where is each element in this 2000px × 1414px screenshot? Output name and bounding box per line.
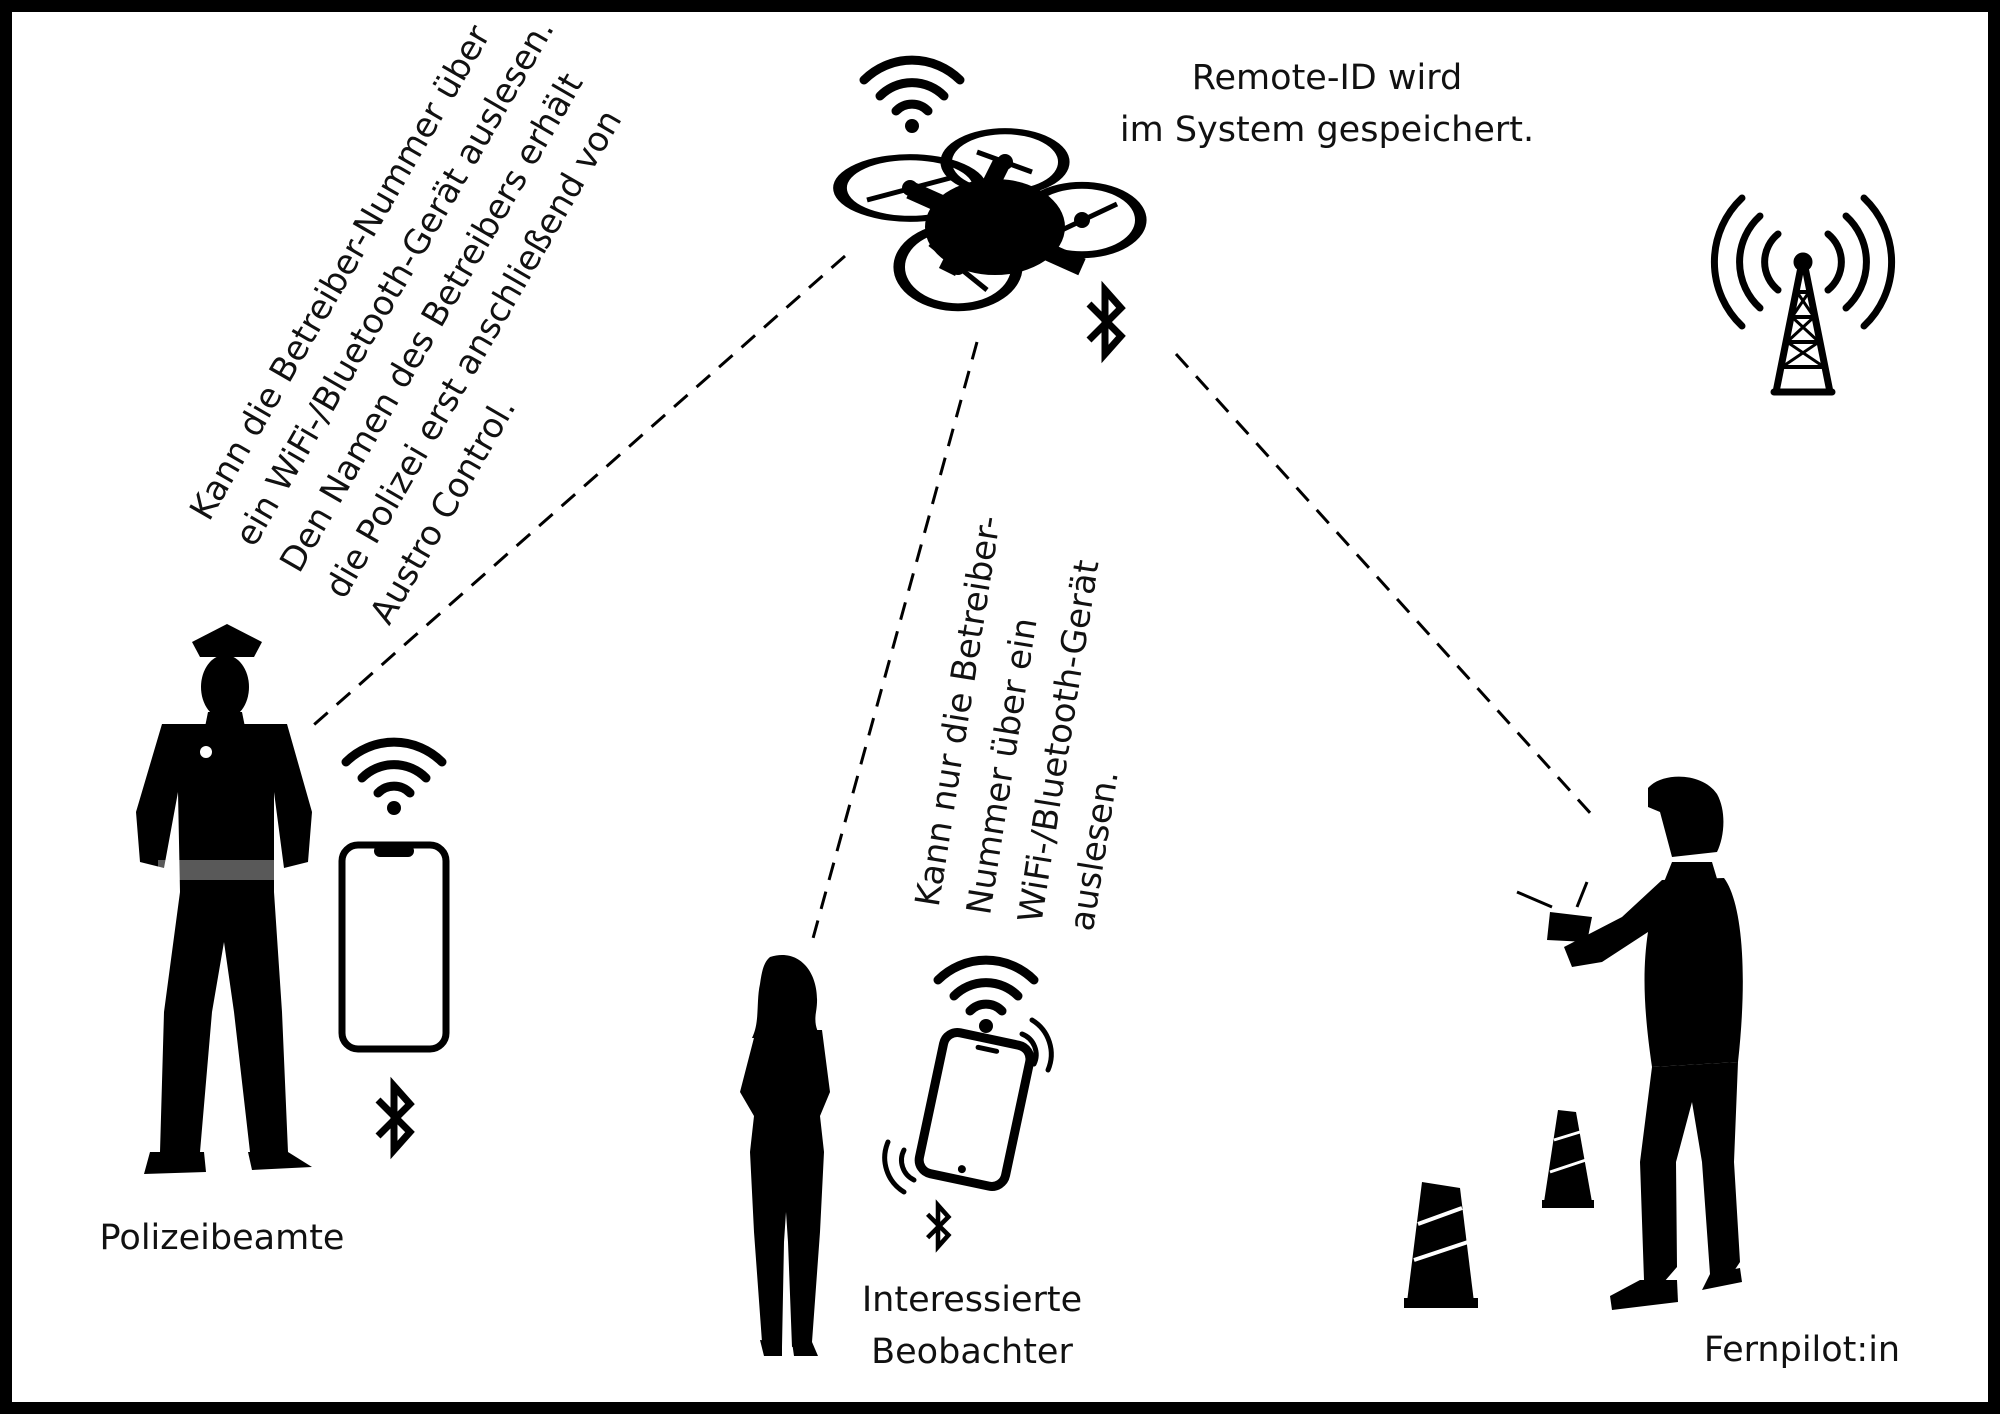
- traffic-cone-icon: [1404, 1182, 1478, 1308]
- remote-controller-icon: [1516, 881, 1589, 909]
- link-drone-observer: [810, 341, 979, 943]
- link-drone-pilot: [1174, 352, 1594, 817]
- observer-label-line: Beobachter: [871, 1332, 1073, 1372]
- pilot-label: Fernpilot:in: [1703, 1330, 1901, 1370]
- observer-label: Interessierte Beobachter: [827, 1274, 1117, 1378]
- police-wifi-icon: [346, 742, 442, 815]
- observer-signal-waves: [882, 1017, 1054, 1195]
- drone-bluetooth-icon: [1089, 290, 1121, 354]
- police-bluetooth-icon: [378, 1086, 410, 1150]
- diagram-canvas: [136, 12, 1896, 1356]
- police-smartphone-icon: [338, 841, 450, 1053]
- police-officer-figure: [136, 624, 312, 1174]
- drone-note-line: im System gespeichert.: [1119, 110, 1535, 150]
- drone-wifi-icon: [864, 60, 960, 133]
- observer-label-line: Interessierte: [861, 1280, 1083, 1320]
- observer-wifi-icon: [938, 960, 1034, 1033]
- traffic-cone-icon: [1542, 1110, 1594, 1208]
- observer-figure: [740, 955, 830, 1356]
- observer-smartphone-icon: [914, 1028, 1035, 1191]
- police-label: Polizeibeamte: [99, 1218, 345, 1258]
- observer-bluetooth-icon: [928, 1205, 949, 1247]
- drone-icon: [840, 131, 1141, 307]
- remote-pilot-figure: [1547, 776, 1743, 1310]
- drone-note-line: Remote-ID wird: [1191, 58, 1463, 98]
- drone-note: Remote-ID wird im System gespeichert.: [1112, 52, 1542, 156]
- radio-tower-icon: [1710, 194, 1896, 396]
